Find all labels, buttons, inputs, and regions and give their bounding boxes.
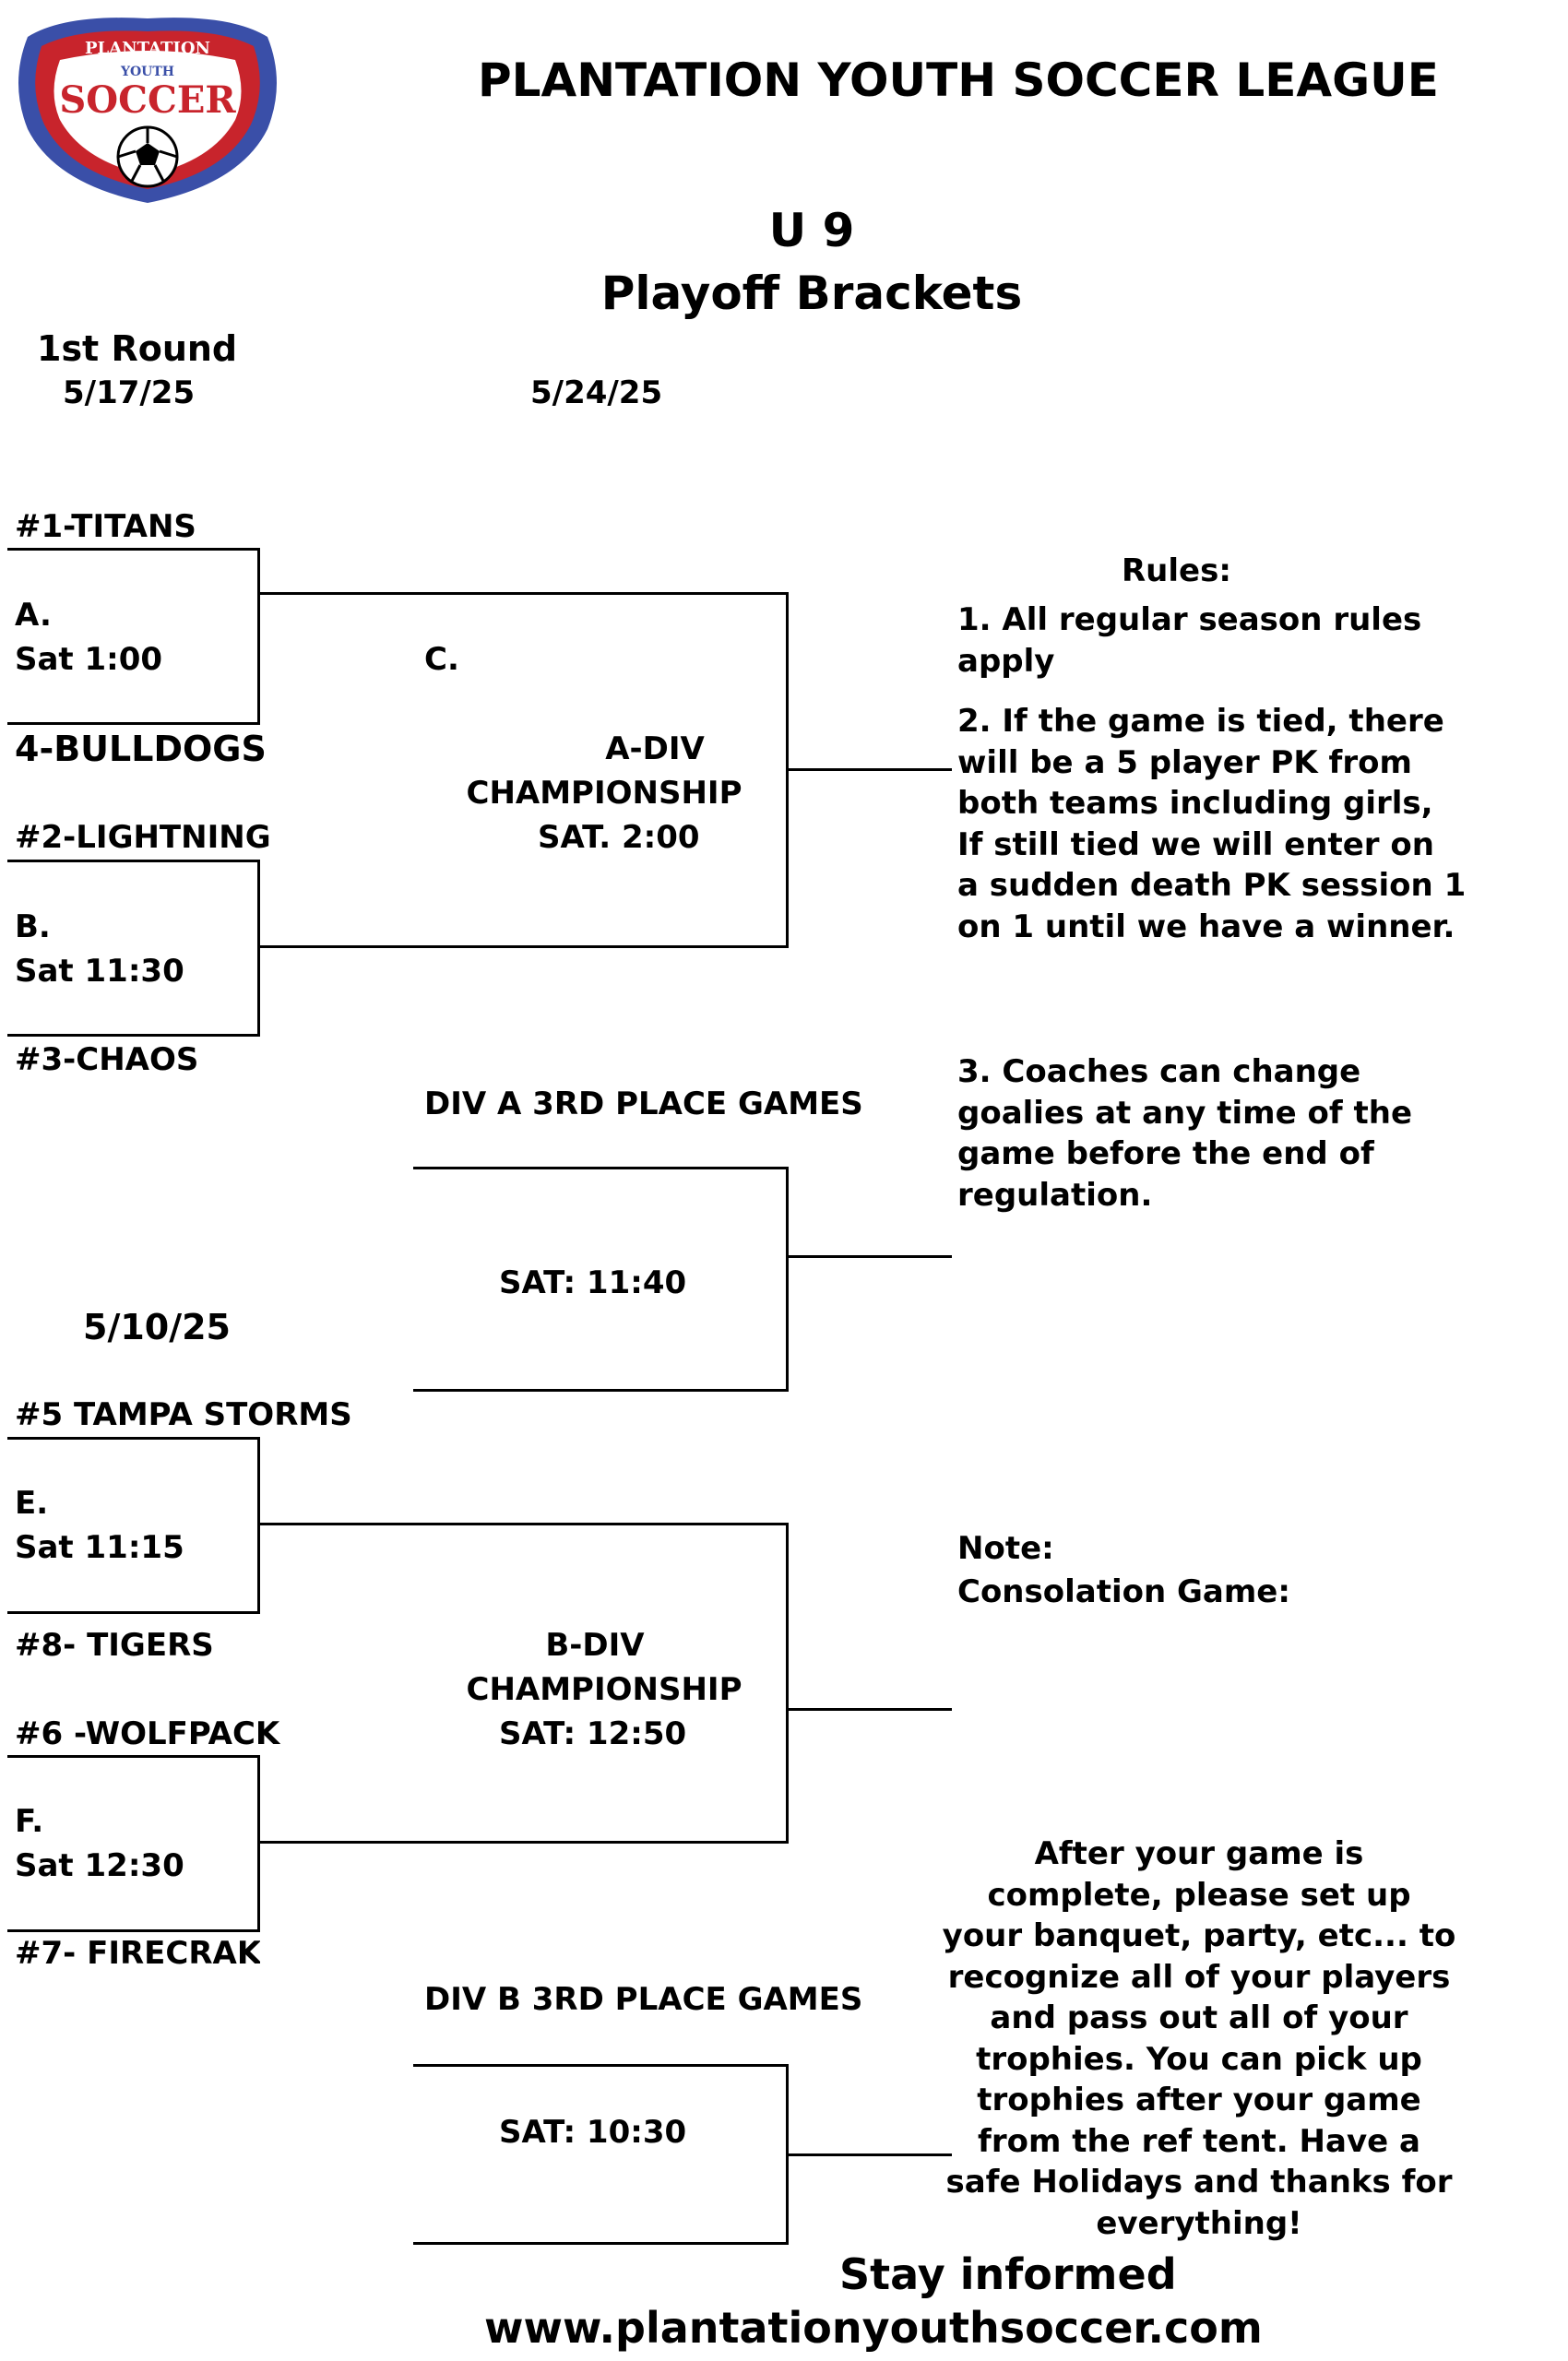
team-bulldogs: 4-BULLDOGS xyxy=(15,729,267,769)
game-b-time: Sat 11:30 xyxy=(15,953,184,990)
line-game-a-vertical xyxy=(257,548,260,725)
a-third-place-title: DIV A 3RD PLACE GAMES xyxy=(424,1086,863,1122)
line-game-b-vertical xyxy=(257,860,260,1037)
line-game-f-out xyxy=(257,1841,789,1844)
league-logo: PLANTATION YOUTH SOCCER xyxy=(18,18,277,203)
line-b-championship-out xyxy=(786,1708,952,1711)
svg-text:PLANTATION: PLANTATION xyxy=(85,39,210,58)
team-tampa-storms: #5 TAMPA STORMS xyxy=(15,1396,352,1433)
line-b-championship-vertical xyxy=(786,1523,789,1844)
line-a-third-out xyxy=(786,1255,952,1258)
game-e-time: Sat 11:15 xyxy=(15,1529,184,1566)
rule-1: 1. All regular season rules apply xyxy=(957,601,1422,680)
lower-bracket-date: 5/10/25 xyxy=(83,1307,231,1347)
game-e-letter: E. xyxy=(15,1485,49,1522)
line-game-a-out xyxy=(257,592,789,595)
stay-informed: Stay informed xyxy=(839,2249,1177,2299)
note-heading: Note: xyxy=(957,1530,1054,1567)
consolation-label: Consolation Game: xyxy=(957,1573,1290,1610)
rule-2: 2. If the game is tied, there will be a … xyxy=(957,703,1467,945)
line-a-third-bottom xyxy=(413,1389,789,1392)
a-div-label: A-DIV xyxy=(605,730,705,767)
team-firecrak: #7- FIRECRAK xyxy=(15,1935,260,1972)
line-game-b-out xyxy=(257,945,789,948)
line-tampa-storms xyxy=(7,1437,260,1440)
b-third-place-title: DIV B 3RD PLACE GAMES xyxy=(424,1981,863,2018)
line-b-third-bottom xyxy=(413,2242,789,2245)
a-div-championship: CHAMPIONSHIP xyxy=(466,775,742,812)
line-titans xyxy=(7,548,260,551)
b-div-label: B-DIV xyxy=(545,1627,645,1664)
game-a-time: Sat 1:00 xyxy=(15,641,163,678)
team-chaos: #3-CHAOS xyxy=(15,1041,199,1078)
rules-heading: Rules: xyxy=(1122,552,1231,589)
line-bulldogs xyxy=(7,722,260,725)
line-a-third-vertical xyxy=(786,1167,789,1392)
line-wolfpack xyxy=(7,1755,260,1758)
line-game-e-out xyxy=(257,1523,789,1525)
team-wolfpack: #6 -WOLFPACK xyxy=(15,1715,280,1752)
svg-text:SOCCER: SOCCER xyxy=(59,78,236,122)
team-lightning: #2-LIGHTNING xyxy=(15,819,271,856)
rule-3: 3. Coaches can change goalies at any tim… xyxy=(957,1053,1412,1214)
line-b-third-out xyxy=(786,2153,952,2156)
game-b-letter: B. xyxy=(15,908,51,945)
first-round-date: 5/17/25 xyxy=(63,374,196,411)
line-firecrak xyxy=(7,1929,260,1932)
game-f-letter: F. xyxy=(15,1803,44,1840)
page-subtitle: Playoff Brackets xyxy=(600,267,1023,320)
closing-message: After your game is complete, please set … xyxy=(942,1835,1456,2242)
line-chaos xyxy=(7,1034,260,1037)
line-a-third-top xyxy=(413,1167,789,1169)
game-c-letter: C. xyxy=(424,641,459,678)
a-div-championship-time: SAT. 2:00 xyxy=(538,819,700,856)
line-lightning xyxy=(7,860,260,862)
league-title: PLANTATION YOUTH SOCCER LEAGUE xyxy=(478,53,1439,107)
final-round-date: 5/24/25 xyxy=(530,374,663,411)
website-link[interactable]: www.plantationyouthsoccer.com xyxy=(484,2303,1263,2353)
line-b-third-top xyxy=(413,2064,789,2067)
team-tigers: #8- TIGERS xyxy=(15,1627,214,1664)
line-game-e-vertical xyxy=(257,1437,260,1614)
line-a-championship-out xyxy=(786,768,952,771)
game-a-letter: A. xyxy=(15,597,52,634)
b-div-championship: CHAMPIONSHIP xyxy=(466,1671,742,1708)
line-tigers xyxy=(7,1611,260,1614)
b-third-place-time: SAT: 10:30 xyxy=(499,2114,687,2151)
svg-text:YOUTH: YOUTH xyxy=(120,65,174,79)
age-group: U 9 xyxy=(768,204,855,257)
game-f-time: Sat 12:30 xyxy=(15,1847,184,1884)
a-third-place-time: SAT: 11:40 xyxy=(499,1264,687,1301)
first-round-label: 1st Round xyxy=(37,328,238,369)
line-game-f-vertical xyxy=(257,1755,260,1932)
team-titans: #1-TITANS xyxy=(15,508,196,545)
b-div-championship-time: SAT: 12:50 xyxy=(499,1715,687,1752)
